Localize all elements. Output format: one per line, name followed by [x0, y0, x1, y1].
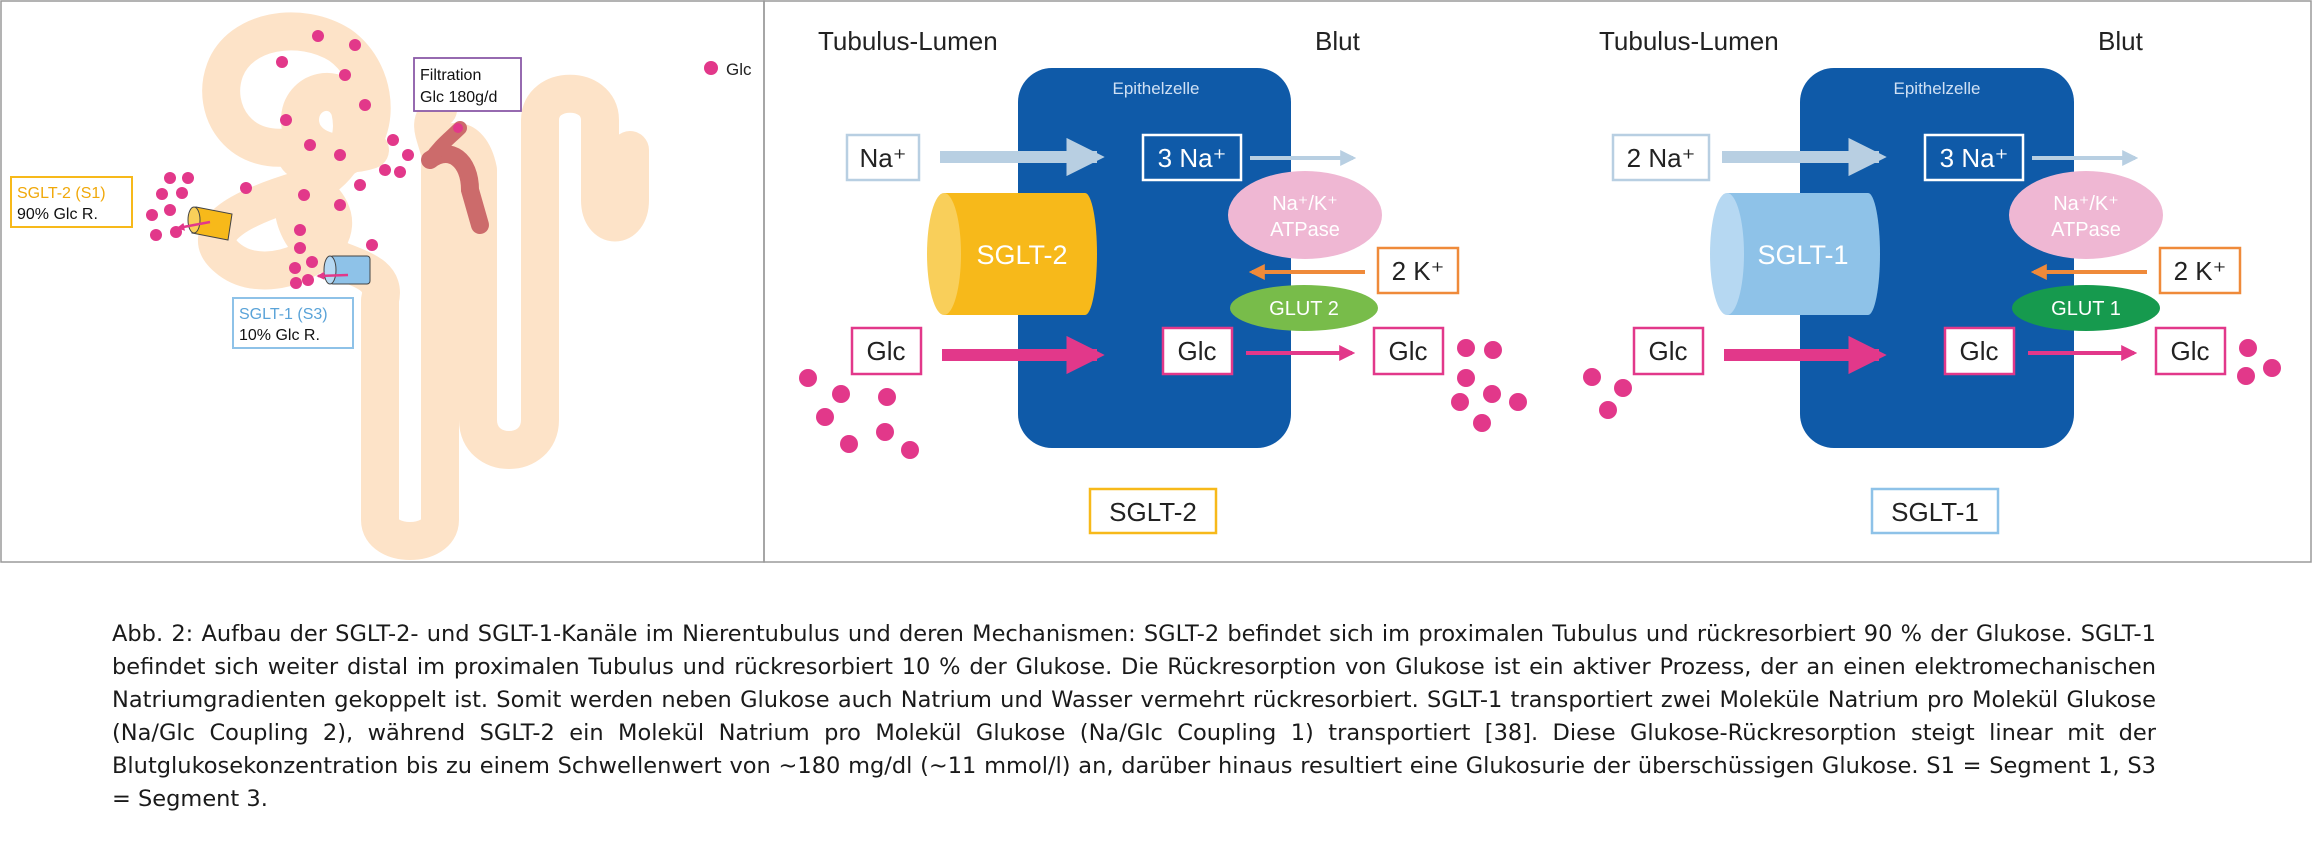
sglt2-glc-in-box [850, 326, 923, 376]
kidney-sglt2-glucose [146, 172, 194, 241]
sglt2-glc-cell-label: Glc [1178, 336, 1217, 366]
sglt1-glc-out-box [2154, 326, 2227, 376]
sglt2-glut [1230, 285, 1378, 331]
nephron-diagram: Glc Filtration Glc 180g/d SGLT-2 (S1) 90… [10, 12, 752, 560]
sglt1-na-in-box [1611, 133, 1711, 182]
sglt1-glc-out-label: Glc [2171, 336, 2210, 366]
sglt2-blood-glucose [1451, 339, 1527, 432]
sglt1-label-box [232, 297, 354, 349]
sglt2-atpase-line2: ATPase [1270, 219, 1340, 241]
sglt1-glc-cell-label: Glc [1960, 336, 1999, 366]
sglt2-caption-box [1088, 487, 1218, 535]
sglt2-na-out-box [1141, 133, 1243, 182]
sglt1-label-rate: 10% Glc R. [239, 327, 320, 344]
sglt2-na-out-label: 3 Na⁺ [1158, 143, 1227, 173]
sglt2-label-rate: 90% Glc R. [17, 206, 98, 223]
sglt2-label-title: SGLT-2 (S1) [17, 185, 106, 202]
sglt1-blood-glucose [2237, 339, 2281, 385]
kidney-sglt2-channel [176, 206, 233, 241]
filtration-box [413, 57, 522, 112]
sglt1-cell-label: Epithelzelle [1894, 79, 1981, 98]
sglt2-glc-cell-box [1161, 326, 1234, 376]
sglt2-lumen-title: Tubulus-Lumen [818, 26, 998, 56]
sglt2-caption-label: SGLT-2 [1109, 497, 1197, 527]
filtration-title: Filtration [420, 67, 481, 84]
sglt2-glc-in-label: Glc [867, 336, 906, 366]
sglt2-glut-label: GLUT 2 [1269, 298, 1339, 320]
tubule-glucose [240, 30, 463, 251]
sglt1-atpase [2009, 171, 2163, 259]
sglt1-lumen-glucose [1583, 368, 1632, 419]
mechanism-sglt1: Tubulus-Lumen Blut Epithelzelle 2 Na⁺ 3 … [1583, 26, 2281, 535]
legend-glc-dot [704, 61, 718, 75]
sglt2-blood-title: Blut [1315, 26, 1361, 56]
sglt2-cell-label: Epithelzelle [1113, 79, 1200, 98]
sglt1-blood-title: Blut [2098, 26, 2144, 56]
legend-glc-label: Glc [726, 60, 752, 79]
figure-canvas: Glc Filtration Glc 180g/d SGLT-2 (S1) 90… [0, 0, 2312, 563]
sglt1-atpase-line1: Na⁺/K⁺ [2053, 193, 2119, 215]
sglt1-transporter-label: SGLT-1 [1757, 240, 1848, 270]
kidney-sglt1-channel [316, 255, 371, 285]
sglt2-na-in-box [845, 133, 921, 182]
sglt1-lumen-title: Tubulus-Lumen [1599, 26, 1779, 56]
sglt1-caption-box [1870, 487, 2000, 535]
sglt2-k-label: 2 K⁺ [1392, 256, 1445, 286]
kidney-sglt1-glucose [289, 242, 318, 289]
sglt2-atpase [1228, 171, 1382, 259]
sglt1-glc-in-label: Glc [1649, 336, 1688, 366]
sglt2-label-box [10, 176, 133, 228]
sglt2-k-box [1376, 246, 1460, 295]
sglt2-glc-out-label: Glc [1389, 336, 1428, 366]
mechanism-panel-frame [763, 0, 2312, 563]
mechanism-sglt2: Tubulus-Lumen Blut Epithelzelle Na⁺ 3 Na… [799, 26, 1527, 535]
sglt2-transporter-label: SGLT-2 [976, 240, 1067, 270]
sglt1-caption-label: SGLT-1 [1891, 497, 1979, 527]
sglt1-atpase-line2: ATPase [2051, 219, 2121, 241]
sglt1-k-label: 2 K⁺ [2174, 256, 2227, 286]
sglt2-transporter [927, 193, 1097, 315]
sglt2-atpase-line1: Na⁺/K⁺ [1272, 193, 1338, 215]
sglt1-glc-in-box [1632, 326, 1705, 376]
sglt1-na-out-label: 3 Na⁺ [1940, 143, 2009, 173]
sglt1-k-box [2158, 246, 2242, 295]
sglt1-na-in-label: 2 Na⁺ [1627, 143, 1696, 173]
sglt1-label-title: SGLT-1 (S3) [239, 306, 328, 323]
sglt2-glc-out-box [1372, 326, 1445, 376]
sglt1-na-out-box [1923, 133, 2025, 182]
sglt2-na-in-label: Na⁺ [860, 143, 907, 173]
sglt1-glut [2012, 285, 2160, 331]
sglt2-lumen-glucose [799, 369, 919, 459]
sglt1-glut-label: GLUT 1 [2051, 298, 2121, 320]
sglt1-transporter [1710, 193, 1880, 315]
figure-caption: Abb. 2: Aufbau der SGLT-2- und SGLT-1-Ka… [112, 621, 2156, 812]
sglt1-glc-cell-box [1943, 326, 2016, 376]
filtration-amount: Glc 180g/d [420, 89, 497, 106]
proximal-tubule [198, 73, 649, 560]
